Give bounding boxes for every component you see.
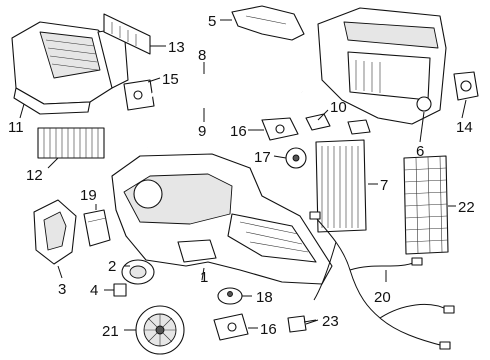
part-22-evaporator-core	[403, 155, 449, 255]
callout-11: 11	[8, 119, 24, 136]
callout-18: 18	[256, 289, 273, 306]
part-18-clip	[217, 287, 243, 305]
callout-5: 5	[208, 13, 216, 30]
callout-13: 13	[168, 39, 185, 56]
callout-20: 20	[374, 289, 391, 306]
part-17-motor	[285, 147, 307, 169]
callout-12: 12	[26, 167, 43, 184]
callout-19: 19	[80, 187, 97, 204]
callout-3: 3	[58, 281, 66, 298]
callout-23: 23	[322, 313, 339, 330]
part-20-wiring-harness	[309, 211, 455, 350]
part-11-case-housing	[11, 21, 129, 115]
part-5-air-duct	[231, 5, 305, 41]
part-13-bracket	[103, 13, 151, 55]
callout-6: 6	[416, 143, 424, 160]
callout-1: 1	[200, 269, 208, 286]
callout-4: 4	[90, 282, 98, 299]
part-6-module-assembly	[317, 7, 447, 125]
callout-7: 7	[380, 177, 388, 194]
part-14-actuator-motor	[453, 71, 479, 101]
part-2-blower-wheel	[121, 259, 155, 285]
callout-10: 10	[330, 99, 347, 116]
callout-8: 8	[198, 47, 206, 64]
part-7-heater-core	[315, 139, 367, 233]
part-1-lower-case	[111, 153, 333, 285]
callout-22: 22	[458, 199, 475, 216]
callout-15: 15	[162, 71, 179, 88]
part-23-sensor	[287, 315, 317, 333]
part-4-screw	[113, 283, 127, 297]
callout-14: 14	[456, 119, 473, 136]
leader-lines	[19, 19, 467, 331]
part-10-clip	[305, 113, 371, 135]
callout-21: 21	[102, 323, 119, 340]
part-12-cabin-filter	[37, 127, 105, 159]
part-19-bracket	[83, 209, 111, 247]
part-9-hose	[146, 88, 268, 149]
callout-9: 9	[198, 123, 206, 140]
callout-2: 2	[108, 258, 116, 275]
part-8-hose	[146, 61, 304, 101]
part-16-actuator-lower	[213, 313, 249, 341]
callout-16-lower: 16	[260, 321, 277, 338]
callout-17: 17	[254, 149, 271, 166]
part-3-gasket	[33, 199, 77, 265]
callout-16-upper: 16	[230, 123, 247, 140]
part-15-actuator	[123, 79, 155, 111]
part-21-blower-motor	[135, 305, 185, 355]
part-16-actuator-upper	[261, 117, 299, 141]
